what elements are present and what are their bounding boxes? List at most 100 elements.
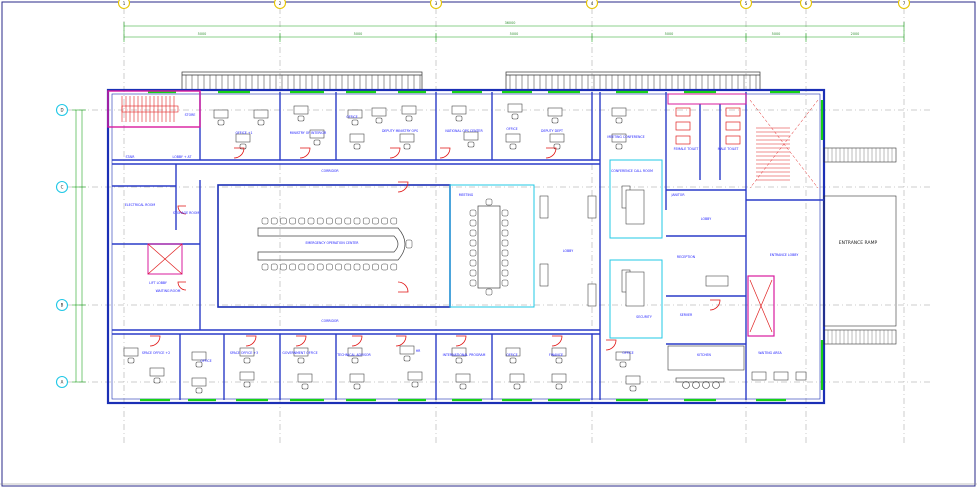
door-swing (389, 147, 401, 159)
row-tag-label: C (61, 185, 64, 190)
desk-chair (375, 117, 383, 124)
desk (455, 373, 471, 383)
cabinet (587, 283, 597, 307)
row-tag-bubble (55, 298, 69, 312)
chair (469, 279, 477, 287)
desk (239, 347, 255, 357)
desk (507, 103, 523, 113)
chair (362, 217, 370, 225)
lounge-chair (795, 371, 807, 381)
chair (405, 239, 413, 249)
room-label-office-4: SPACE OFFICE +2 (142, 351, 170, 355)
door-swing (177, 205, 187, 215)
row-tag-bubble (55, 375, 69, 389)
door-swing (455, 335, 467, 347)
room-label-office-6: SPACE OFFICE +3 (230, 351, 258, 355)
desk-chair (411, 381, 419, 388)
chair (344, 263, 352, 271)
reception-area (667, 345, 745, 389)
span-dimension: 2000 (851, 32, 860, 36)
column-tag-bubble (117, 0, 131, 10)
door-swing (149, 335, 161, 347)
small-meeting-table (625, 271, 645, 307)
desk (347, 109, 363, 119)
desk-chair (217, 119, 225, 126)
chair (372, 263, 379, 271)
span-dimension: 5000 (665, 32, 674, 36)
toilet-area (147, 93, 775, 337)
meeting-table (477, 205, 501, 289)
roof-railings (181, 71, 761, 91)
door-swing (395, 335, 407, 347)
desk (451, 347, 467, 357)
desk-chair (619, 361, 627, 368)
chair (501, 269, 509, 277)
column-tag-bubble (897, 0, 911, 10)
desk-chair (555, 383, 563, 390)
room-label-lift: LIFT LOBBY (149, 281, 167, 285)
desk-chair (351, 357, 359, 364)
room-label-intl-office: INTERNATIONAL PROGRAM (443, 353, 486, 357)
room-label-waiting-area: WAITING AREA (758, 351, 782, 355)
doors (149, 147, 721, 351)
span-dimension: 5000 (510, 32, 519, 36)
conference-glass (217, 159, 663, 339)
desk (149, 367, 165, 377)
stair-landing (121, 105, 179, 113)
entrance-canopy (823, 147, 897, 345)
desk (505, 347, 521, 357)
grid-lines-horizontal (66, 109, 930, 383)
toilet-stall (725, 135, 741, 145)
room-label-store: STORE (185, 113, 196, 117)
room-label-server: SERVER (680, 313, 693, 317)
room-label-male-toilet: MALE TOILET (718, 147, 739, 151)
room-label-office-8: OFFICE (622, 351, 633, 355)
toilet-stall (675, 135, 691, 145)
room-label-waiting: WAITING ROOM (156, 289, 181, 293)
chair (261, 263, 269, 271)
desk-chair (509, 143, 517, 150)
desk (293, 347, 309, 357)
desk (399, 133, 415, 143)
desk-chair (455, 357, 463, 364)
room-label-corridor-bottom: CORRIDOR (321, 319, 339, 323)
desk-chair (153, 377, 161, 384)
chair (362, 263, 370, 271)
desk-chair (257, 119, 265, 126)
desk-chair (195, 361, 203, 368)
desk (309, 129, 325, 139)
desk (371, 107, 387, 117)
conference-chairs (261, 217, 413, 271)
desk-chair (405, 115, 413, 122)
chair (501, 259, 509, 267)
chair (390, 217, 398, 225)
room-label-lobby-toilet: LOBBY (701, 217, 711, 221)
desk-chair (615, 143, 623, 150)
desk-chair (301, 383, 309, 390)
desk-chair (509, 357, 517, 364)
lounge-chair (773, 371, 789, 381)
span-dimension: 5000 (354, 32, 363, 36)
chair (353, 217, 361, 225)
toilet-stall (675, 121, 691, 131)
door-swing (295, 335, 307, 347)
desk (239, 371, 255, 381)
column-tag-label: 4 (591, 1, 594, 6)
column-tag-bubble (273, 0, 287, 10)
door-swing (605, 339, 617, 351)
desk (349, 373, 365, 383)
internal-walls (112, 92, 824, 400)
desk-chair (455, 115, 463, 122)
room-label-office-5: OFFICE (200, 359, 211, 363)
toilet-stall (725, 107, 741, 117)
chair (501, 219, 509, 227)
room-label-female-toilet: FEMALE TOILET (674, 147, 699, 151)
room-label-stair-left: STAIR (125, 155, 135, 159)
lounge-chair (751, 371, 767, 381)
chair (307, 217, 315, 225)
desk-chair (127, 357, 135, 364)
chair (381, 263, 388, 271)
right-stair (749, 99, 819, 189)
room-label-storage: STORAGE ROOM (173, 211, 199, 215)
